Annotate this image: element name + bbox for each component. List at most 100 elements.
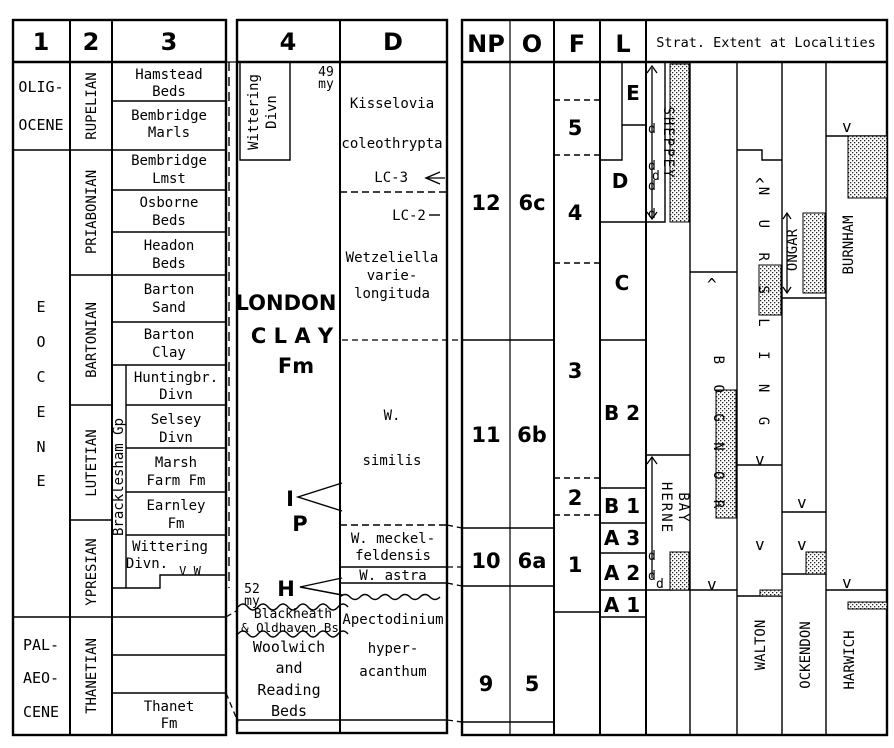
fm-earnley-2: Fm <box>168 516 185 532</box>
fm-barton-clay-2: Clay <box>152 345 186 361</box>
fm-wittering-2: Divn. <box>126 556 168 572</box>
range-arrows <box>646 64 792 578</box>
np-zone-11: 11 <box>471 423 500 447</box>
mark-d-3: d <box>652 169 660 184</box>
col4-i: I <box>286 487 294 511</box>
np-zone-12: 12 <box>471 191 500 215</box>
d-kisselovia-1: Kisselovia <box>350 96 434 112</box>
d-apectodinium-3: acanthum <box>359 664 426 680</box>
mark-d-6: d <box>648 549 656 564</box>
np-zone-10: 10 <box>471 549 500 573</box>
col4-woolwich-1: Woolwich <box>253 638 325 656</box>
mark-d-2: d <box>648 159 656 174</box>
middle-table <box>224 18 449 735</box>
locality-herne: HERNE <box>658 482 674 534</box>
epoch-palaeocene-2: AEO- <box>23 669 59 687</box>
range-marks: d d d d d d d d v v v v v v v ^ ^ <box>648 117 852 594</box>
o-zone-5: 5 <box>525 672 540 696</box>
stage-bartonian: BARTONIAN <box>84 302 100 378</box>
col4-h: H <box>277 577 295 601</box>
mark-v-3: v <box>755 450 765 469</box>
locality-bay: BAY <box>675 492 691 523</box>
column-4-labels: Wittering Divn 49 my LONDON C L A Y Fm I… <box>236 65 339 720</box>
f-zone-2: 2 <box>568 486 583 510</box>
epoch-eocene-n: N <box>36 438 45 456</box>
locality-burnham: BURNHAM <box>841 215 857 274</box>
col4-age-top-2: my <box>318 77 334 92</box>
stippled-ranges <box>669 63 888 610</box>
fm-barton-sand-2: Sand <box>152 300 186 316</box>
fm-huntingbr-2: Divn <box>159 387 193 403</box>
np-zones: 12 11 10 9 <box>471 191 500 696</box>
left-table <box>11 18 228 737</box>
col4-blackheath-1: Blackheath <box>254 607 332 622</box>
d-lc2: LC-2 <box>392 208 426 224</box>
header-col-l: L <box>615 30 630 58</box>
fm-osborne-2: Beds <box>152 213 186 229</box>
col4-london: LONDON <box>236 291 337 315</box>
col4-age-top-1: 49 <box>318 65 334 80</box>
column-headers: 1 2 3 4 D NP O F L Strat. Extent at Loca… <box>33 28 876 58</box>
mark-v-5: v <box>797 535 807 554</box>
l-zone-d: D <box>612 169 629 193</box>
d-astra: W. astra <box>359 568 426 584</box>
d-meckelfeldensis-2: feldensis <box>355 548 431 564</box>
col4-wittering-1: Wittering <box>246 74 262 150</box>
epoch-labels: OLIG- OCENE E O C E N E PAL- AEO- CENE <box>18 78 63 721</box>
header-col-1: 1 <box>33 28 50 56</box>
d-wetzeliella-3: longituda <box>354 286 430 302</box>
locality-labels: SHEPPEY HERNE BAY B O G N O R N U R S L … <box>658 106 858 689</box>
header-strat-extent: Strat. Extent at Localities <box>656 35 875 51</box>
f-zone-1: 1 <box>568 553 583 577</box>
stage-ypresian: YPRESIAN <box>84 538 100 605</box>
mark-v-1: v <box>707 575 717 594</box>
col4-p: P <box>292 512 307 536</box>
o-zone-6a: 6a <box>518 549 547 573</box>
f-zone-4: 4 <box>568 201 583 225</box>
locality-bognor: B O G N O R <box>710 356 726 515</box>
mark-d-1: d <box>648 122 656 137</box>
o-zones: 6c 6b 6a 5 <box>517 191 547 696</box>
fm-huntingbr-1: Huntingbr. <box>134 370 218 386</box>
col4-blackheath-2: & Oldhaven Bs <box>241 620 339 635</box>
mark-v-2: v <box>755 535 765 554</box>
l-zone-c: C <box>615 271 630 295</box>
fm-wittering-1: Wittering <box>132 539 208 555</box>
mark-d-5: d <box>648 207 656 222</box>
locality-nursling: N U R S L I N G <box>755 187 771 433</box>
f-zone-5: 5 <box>568 116 583 140</box>
fm-bembridge-lmst-2: Lmst <box>152 171 186 187</box>
group-bracklesham: Bracklesham Gp <box>111 418 127 536</box>
fm-marsh-farm-1: Marsh <box>155 455 197 471</box>
mark-d-7: d <box>648 569 656 584</box>
d-lc3: LC-3 <box>374 170 408 186</box>
epoch-palaeocene-1: PAL- <box>23 636 59 654</box>
dinoflagellate-zones: Kisselovia coleothrypta LC-3 LC-2 Wetzel… <box>341 96 443 680</box>
fm-thanet-2: Fm <box>161 716 178 732</box>
fm-selsey-2: Divn <box>159 430 193 446</box>
fm-hamstead-1: Hamstead <box>135 67 202 83</box>
l-zone-a1: A 1 <box>604 593 640 617</box>
d-apectodinium-1: Apectodinium <box>342 612 443 628</box>
locality-walton: WALTON <box>753 620 769 671</box>
stage-priabonian: PRIABONIAN <box>84 170 100 254</box>
stage-thanetian: THANETIAN <box>84 638 100 714</box>
fm-thanet-1: Thanet <box>144 699 195 715</box>
fm-marsh-farm-2: Farm Fm <box>146 473 205 489</box>
fm-osborne-1: Osborne <box>139 195 198 211</box>
locality-sheppey: SHEPPEY <box>660 106 676 179</box>
epoch-eocene-e2: E <box>36 403 45 421</box>
d-similis-1: W. <box>384 408 401 424</box>
epoch-oligocene-1: OLIG- <box>18 78 63 96</box>
f-zones: 5 4 3 2 1 <box>568 116 583 577</box>
stage-lutetian: LUTETIAN <box>84 429 100 496</box>
mark-d-8: d <box>656 577 664 592</box>
header-col-d: D <box>383 28 403 56</box>
d-kisselovia-2: coleothrypta <box>341 136 442 152</box>
locality-ockendon: OCKENDON <box>798 621 814 688</box>
l-zone-a3: A 3 <box>604 526 640 550</box>
epoch-eocene-c: C <box>36 368 45 386</box>
o-zone-6b: 6b <box>517 423 547 447</box>
d-wetzeliella-2: varie- <box>367 268 418 284</box>
f-zone-3: 3 <box>568 359 583 383</box>
